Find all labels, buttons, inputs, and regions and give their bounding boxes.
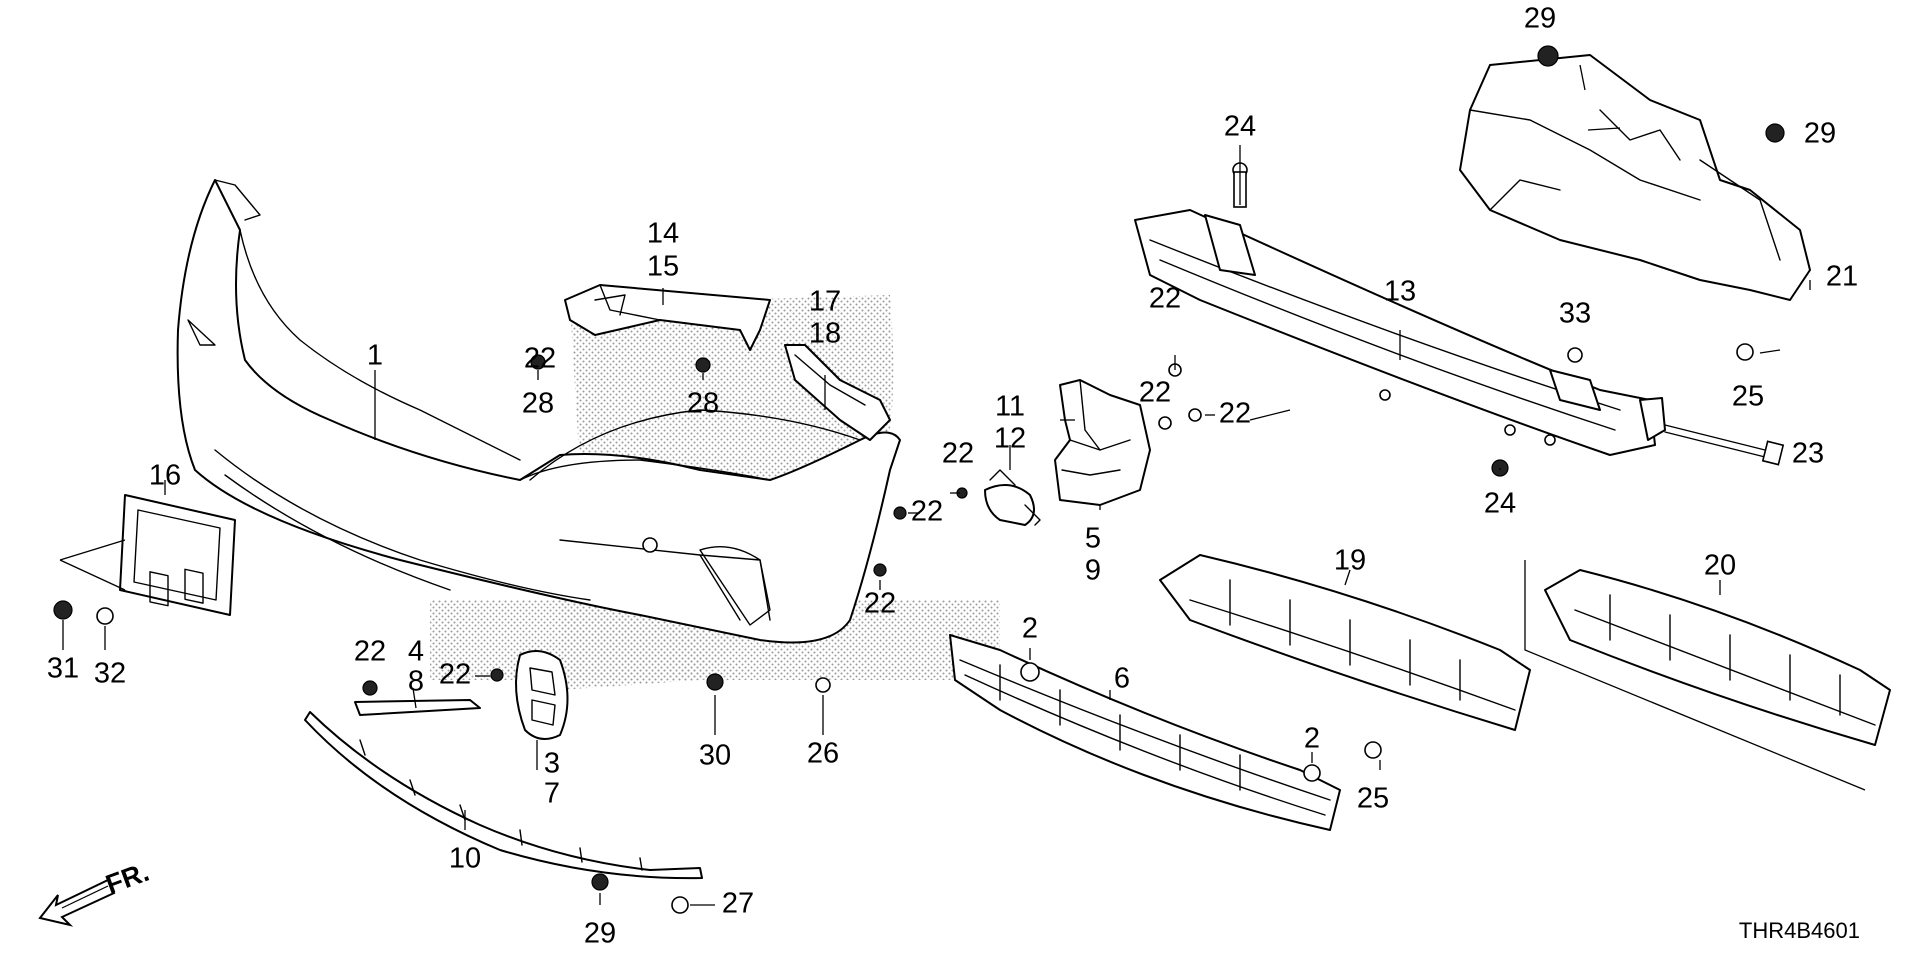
front-direction-indicator: FR. [38,857,153,927]
callout-4: 4 [408,636,424,668]
callout-28-right: 28 [687,388,719,420]
callout-1: 1 [367,340,383,372]
callout-25-lower: 25 [1357,783,1389,815]
callout-22-e: 22 [942,438,974,470]
callout-22-b: 22 [1149,283,1181,315]
callout-2-lower: 2 [1304,723,1320,755]
callout-11: 11 [995,391,1025,423]
callout-14: 14 [647,218,679,250]
part-1-front-bumper [176,179,901,644]
callout-24-lower: 24 [1484,488,1516,520]
part-21-upper-support [1459,54,1811,301]
part-20-air-guide-alt [1524,560,1891,791]
callout-22-a: 22 [524,343,556,375]
part-16-license-bracket [59,494,236,616]
part-19-air-guide [1159,554,1531,731]
part-23-long-bolt [1664,424,1785,466]
callout-26: 26 [807,738,839,770]
callout-18: 18 [809,318,841,350]
callout-16: 16 [149,460,181,492]
part-5-9-side-bracket [1054,379,1151,506]
callout-33: 33 [1559,298,1591,330]
callout-29-top: 29 [1524,3,1556,35]
callout-31: 31 [47,653,79,685]
callout-22-c: 22 [1139,377,1171,409]
callout-13: 13 [1384,276,1416,308]
callout-21: 21 [1826,261,1858,293]
part-3-7-fog-garnish [515,545,771,740]
callout-6: 6 [1114,663,1130,695]
callout-23: 23 [1792,438,1824,470]
callout-22-i: 22 [439,659,471,691]
callout-2-upper: 2 [1022,613,1038,645]
part-11-12-shield [984,469,1041,526]
diagram-code: THR4B4601 [1739,918,1860,943]
callout-8: 8 [408,666,424,698]
callout-30: 30 [699,740,731,772]
part-14-15-upper-bracket [564,284,771,351]
callout-32: 32 [94,658,126,690]
callout-15: 15 [647,251,679,283]
callout-5: 5 [1085,523,1101,555]
callout-25-right: 25 [1732,381,1764,413]
part-13-bumper-beam [1134,209,1666,456]
callout-10: 10 [449,843,481,875]
callout-29-right: 29 [1804,118,1836,150]
callout-29-bottom: 29 [584,918,616,950]
callout-labels: 1 2 2 3 4 5 6 7 8 9 10 11 12 13 14 15 16… [47,3,1858,950]
callout-9: 9 [1085,555,1101,587]
callout-7: 7 [544,778,560,810]
callout-28-left: 28 [522,388,554,420]
callout-22-f: 22 [911,496,943,528]
callout-24-upper: 24 [1224,111,1256,143]
fasteners [53,45,1785,914]
callout-22-d: 22 [1219,398,1251,430]
callout-27: 27 [722,888,754,920]
part-10-lower-spoiler [304,711,703,880]
front-arrow-icon [38,878,116,927]
part-6-lower-grille [949,634,1341,831]
callout-19: 19 [1334,545,1366,577]
callout-22-g: 22 [864,588,896,620]
callout-3: 3 [544,748,560,780]
part-17-18-side-spacer [784,344,891,441]
callout-22-h: 22 [354,636,386,668]
callout-12: 12 [994,423,1026,455]
leader-lines [62,64,1811,906]
callout-20: 20 [1704,550,1736,582]
callout-17: 17 [809,286,841,318]
front-direction-label: FR. [102,857,153,900]
part-4-8-trim-strip [354,699,481,716]
